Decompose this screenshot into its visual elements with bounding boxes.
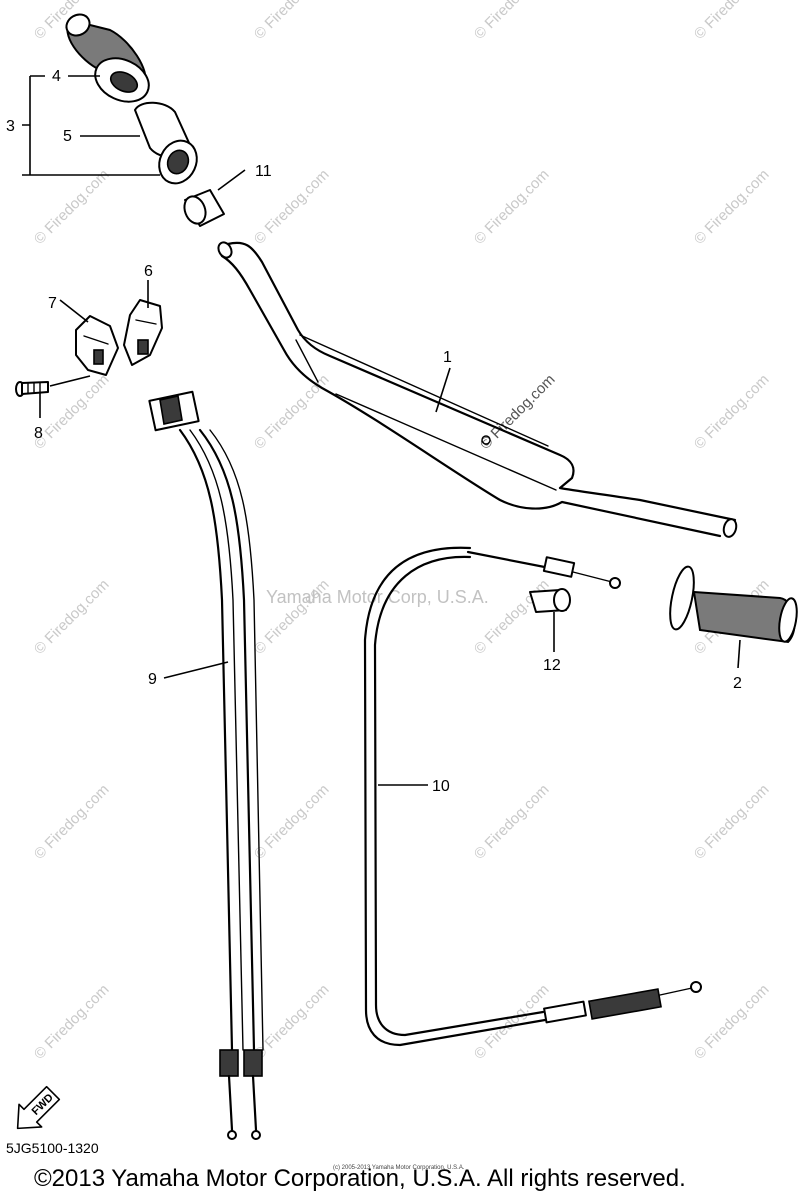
callout-11: 11 — [255, 163, 272, 180]
callout-6: 6 — [144, 263, 153, 280]
watermarks: © Firedog.com © Firedog.com © Firedog.co… — [31, 0, 773, 1063]
callout-7: 7 — [48, 295, 57, 312]
watermark: © Firedog.com — [251, 371, 333, 453]
grip-right — [669, 565, 798, 644]
cable-adjuster — [529, 588, 571, 613]
bolt — [15, 381, 49, 397]
handlebar-end-left — [217, 241, 233, 259]
callout-2: 2 — [733, 675, 742, 692]
watermark: © Firedog.com — [691, 781, 773, 863]
callout-9: 9 — [148, 671, 157, 688]
handlebar-end-right — [722, 518, 738, 538]
watermark: © Firedog.com — [251, 781, 333, 863]
handlebar-mark — [481, 435, 491, 445]
center-watermark: Yamaha Motor Corp, U.S.A. — [266, 587, 489, 607]
watermark: © Firedog.com — [691, 0, 773, 43]
watermark: © Firedog.com — [691, 166, 773, 248]
watermark: © Firedog.com — [691, 371, 773, 453]
callout-3: 3 — [6, 118, 15, 135]
holder-upper — [123, 299, 163, 366]
fwd-arrow: FWD — [16, 1085, 61, 1130]
watermark: © Firedog.com — [31, 166, 113, 248]
leader-lines — [22, 75, 741, 786]
clutch-cable — [363, 546, 702, 1047]
watermark-handlebar: © Firedog.com — [477, 371, 559, 453]
watermark: © Firedog.com — [691, 981, 773, 1063]
watermark: © Firedog.com — [471, 166, 553, 248]
watermark: © Firedog.com — [31, 981, 113, 1063]
grip-left-assembly — [65, 13, 198, 185]
watermark: © Firedog.com — [251, 0, 333, 43]
callouts: 1 2 3 4 5 6 7 8 9 10 11 12 — [6, 68, 742, 795]
copyright-notice: ©2013 Yamaha Motor Corporation, U.S.A. A… — [34, 1165, 686, 1192]
callout-4: 4 — [52, 68, 61, 85]
diagram-code: 5JG5100-1320 — [6, 1140, 99, 1156]
callout-12: 12 — [543, 657, 561, 674]
callout-5: 5 — [63, 128, 72, 145]
callout-10: 10 — [432, 778, 450, 795]
handlebar — [217, 241, 738, 538]
watermark: © Firedog.com — [471, 0, 553, 43]
callout-1: 1 — [443, 349, 452, 366]
watermark: © Firedog.com — [31, 781, 113, 863]
watermark: © Firedog.com — [471, 781, 553, 863]
watermark: © Firedog.com — [31, 576, 113, 658]
fineprint-notice: (c) 2005-2013 Yamaha Motor Corporation, … — [333, 1165, 465, 1171]
collar — [183, 189, 225, 227]
callout-8: 8 — [34, 425, 43, 442]
holder-lower — [75, 315, 119, 376]
throttle-cables — [148, 390, 264, 1140]
